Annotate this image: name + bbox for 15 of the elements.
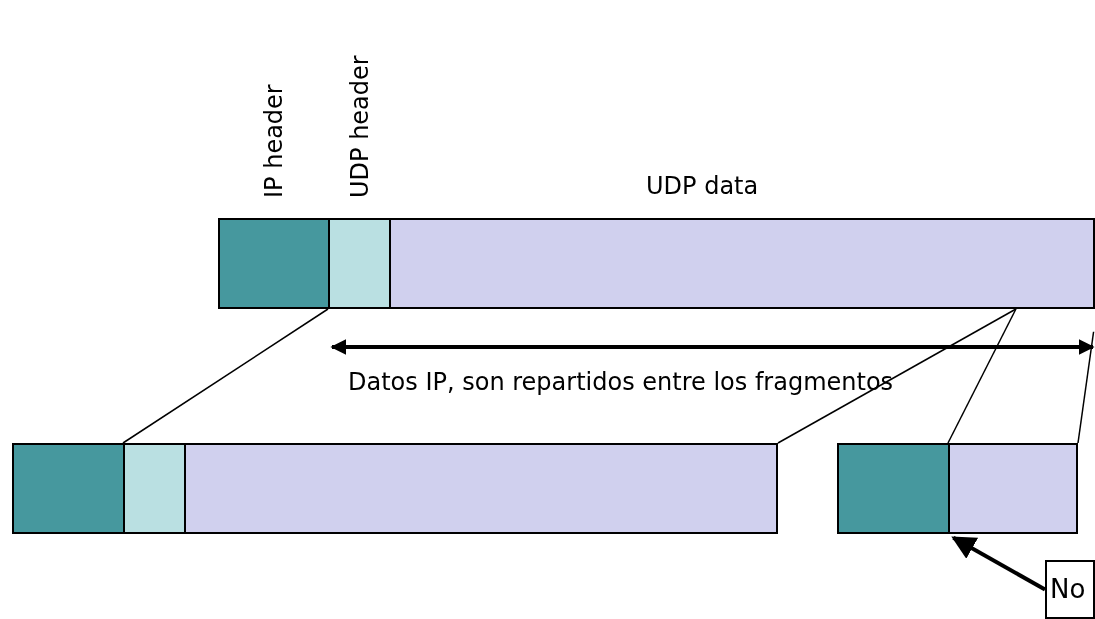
mapping-line [947,308,1017,444]
mapping-line [1077,331,1095,444]
ip-header-segment [12,443,125,534]
callout-text: No [1050,574,1086,604]
header-label: IP header [260,84,288,198]
data-segment [948,443,1078,534]
udp-header-segment [123,443,186,534]
header-label: UDP header [345,55,374,198]
mapping-line [122,308,329,444]
mapping-line [777,308,1017,444]
data-segment [184,443,778,534]
arrow [951,535,1046,592]
callout-box [1045,560,1095,619]
data-label: UDP data [646,172,759,200]
ip-header-segment [837,443,950,534]
